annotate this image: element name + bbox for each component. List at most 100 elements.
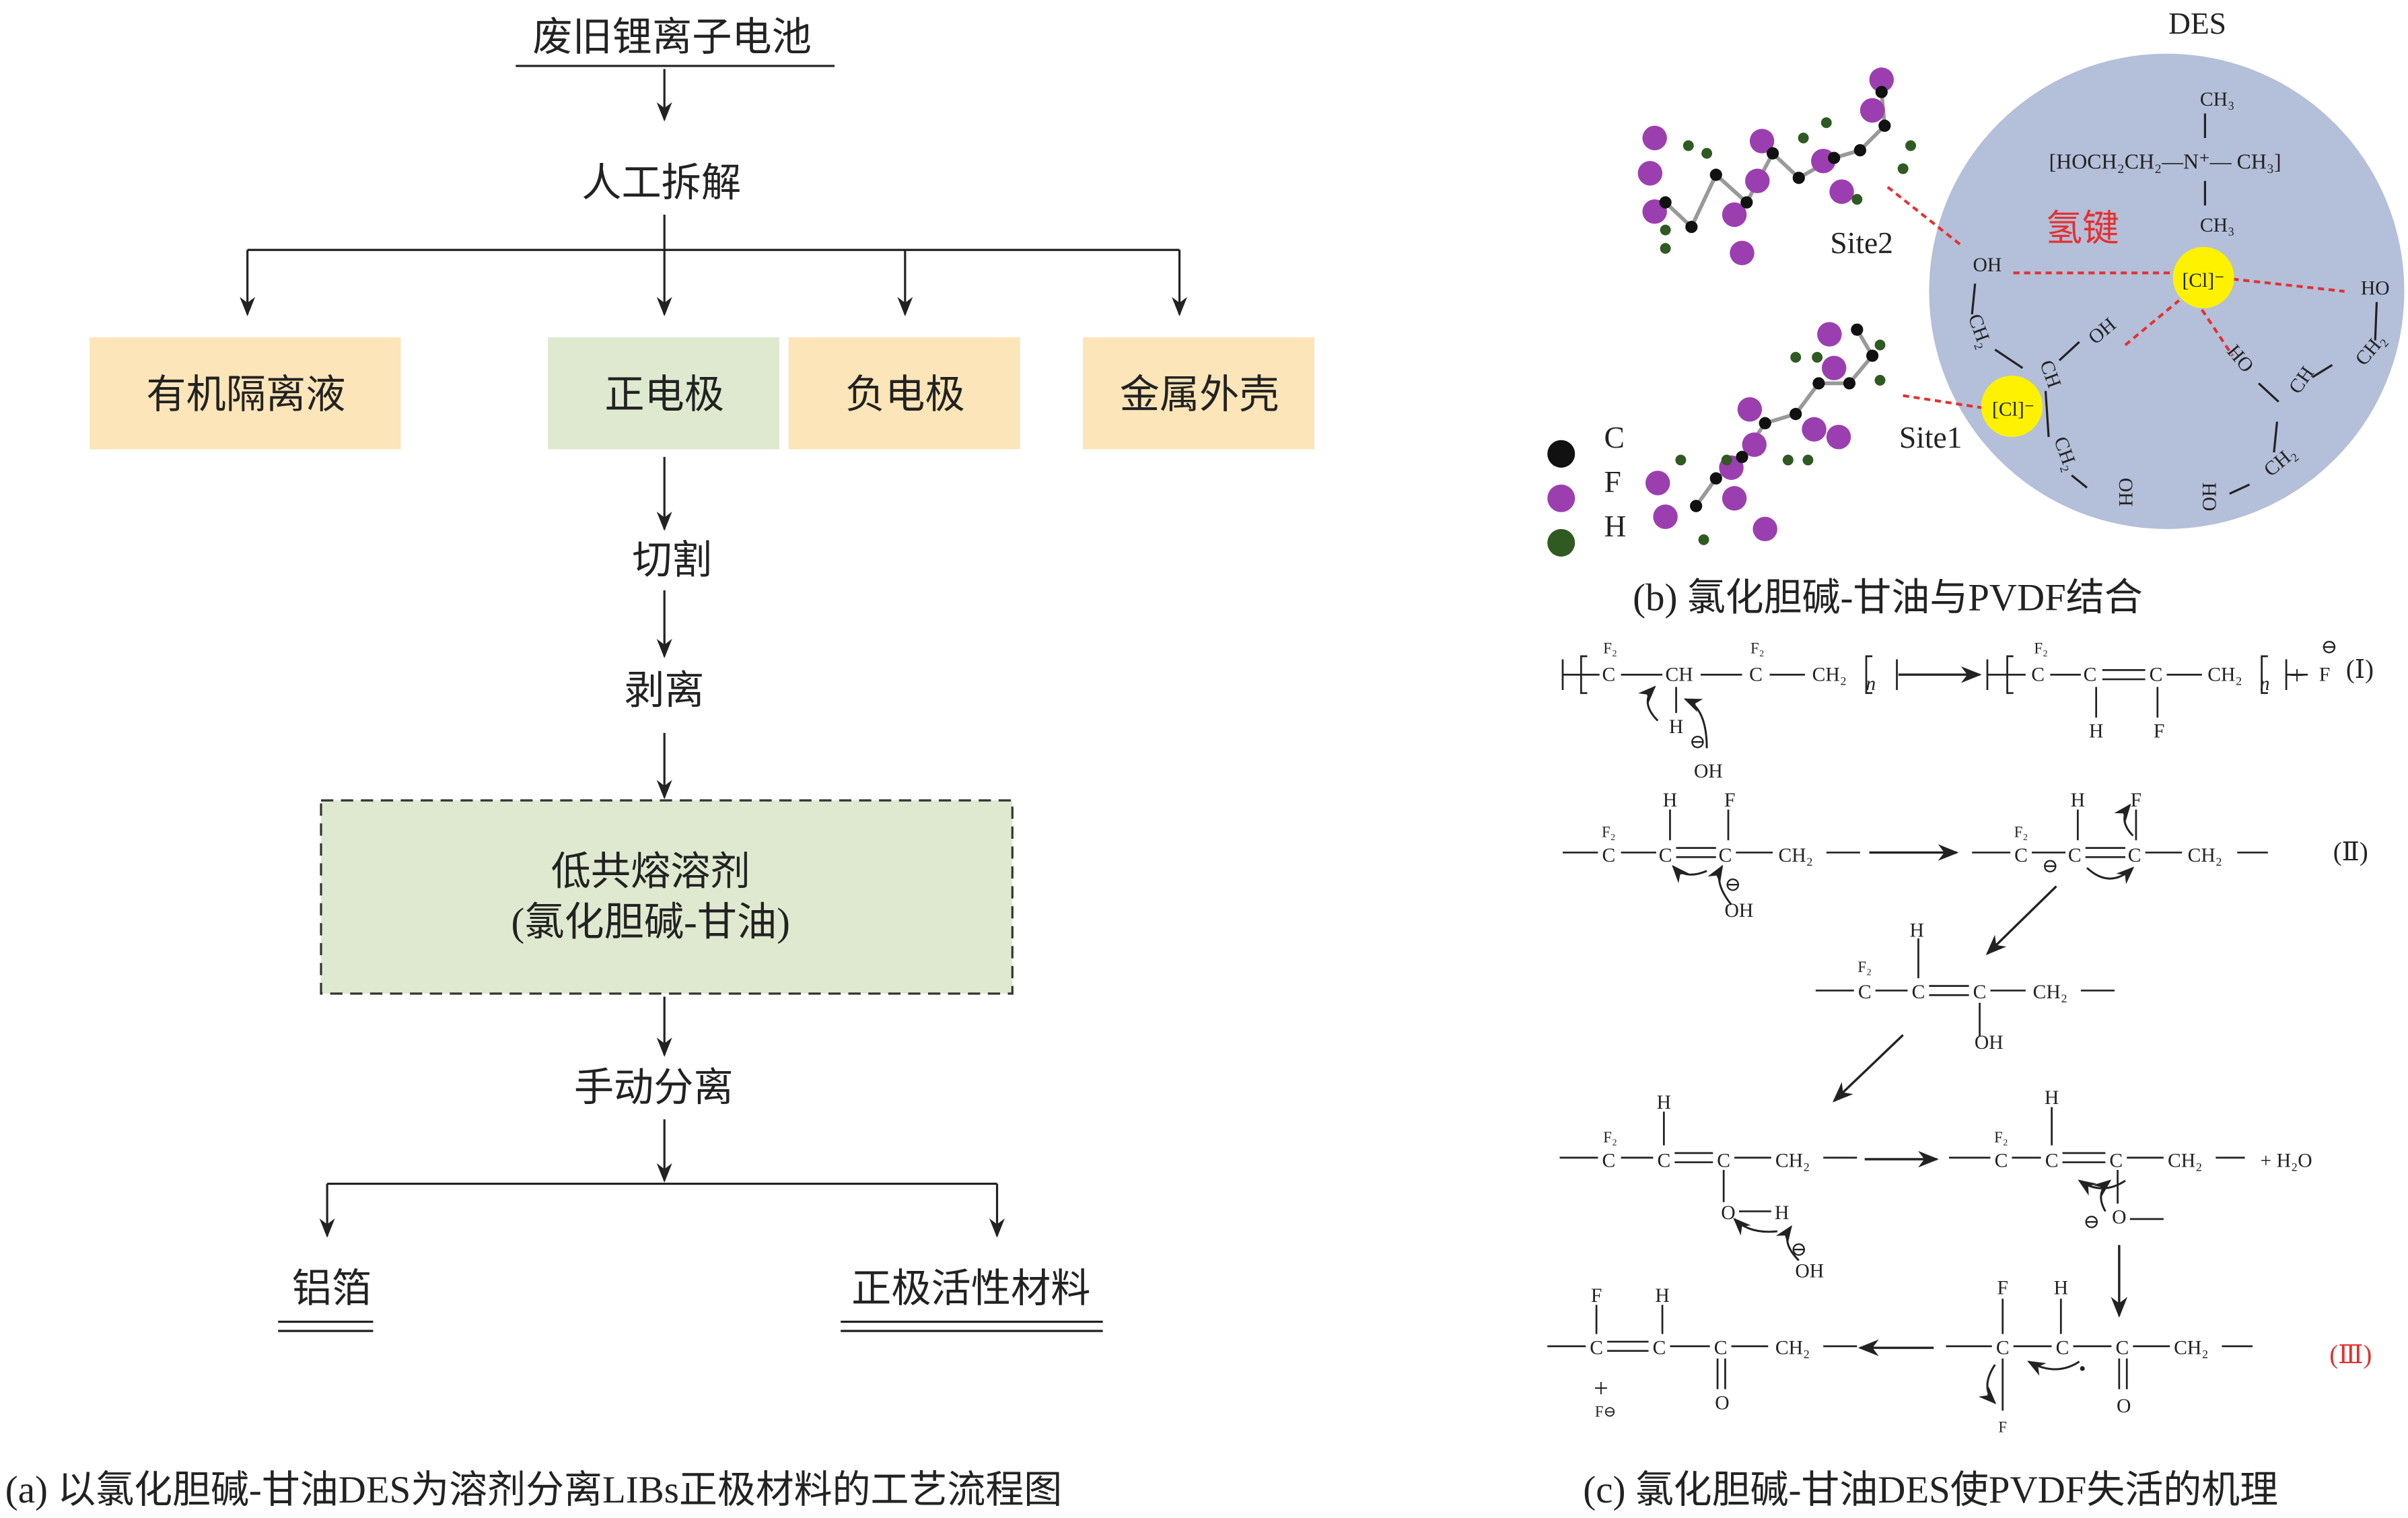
fluorine-atom [1802,417,1827,442]
fluorine-legend-icon [1547,484,1575,512]
mechanism-atom-label: H [2071,790,2085,811]
mechanism-atom-label: C [1602,664,1615,685]
mechanism-atom-label: n [1866,673,1876,695]
mechanism-atom-label: F [2131,790,2141,811]
mechanism-atom-label: CH₂ [1778,845,1812,866]
mechanism-atom-label: C [2045,1150,2059,1171]
electron-push-arrow [1733,1217,1778,1236]
step-peeling: 剥离 [625,668,704,713]
chloride-ion [2172,246,2234,308]
mechanism-atom-label: H [1909,920,1923,942]
hydrogen-atom [1897,163,1909,174]
mechanism-atom-label: C [2084,664,2097,685]
box-separator-liquid [90,337,401,450]
carbon-atom [1812,377,1825,390]
mechanism-atom-label: C [2031,664,2045,685]
electron-push-arrow [2092,1179,2112,1212]
carbon-atom [1736,450,1748,463]
electron-push-arrow [2027,1360,2080,1376]
mechanism-atom-label: C [1717,1150,1730,1171]
carbon-atom [1709,472,1722,485]
mechanism-atom-label: F [2319,664,2330,685]
fluorine-atom [1722,202,1747,228]
electron-push-arrow [2086,866,2135,885]
carbon-atom [1878,119,1891,132]
caption-a: (a) 以氯化胆碱-甘油DES为溶剂分离LIBs正极材料的工艺流程图 [5,1469,1062,1511]
reaction-step-label: (Ⅰ) [2346,655,2374,684]
mechanism-atom-label: H [1657,1092,1671,1113]
output-aluminum-foil: 铝箔 [292,1266,371,1311]
mechanism-atom-label: C [1653,1337,1666,1358]
mechanism-atom-label: C [2014,845,2028,866]
mechanism-atom-label: H [2045,1087,2059,1109]
carbon-atom [1851,323,1864,336]
choline-formula: [HOCH₂CH₂—N⁺— CH₃] [2049,150,2281,174]
polymer-bracket [1580,655,1588,694]
mechanism-atom-label: C [1995,1150,2008,1171]
fluorine-atom [1637,161,1663,186]
polymer-bracket [2261,655,2268,694]
mechanism-atom-label: ⊖ [2042,856,2059,877]
fluorine-atom [1749,129,1775,153]
fluorine-atom [1745,168,1770,193]
mechanism-atom-label: F₂ [2014,824,2028,841]
fluorine-atom [1645,471,1670,495]
carbon-atom [1766,147,1779,160]
step-cutting: 切割 [632,538,711,582]
site1-label: Site1 [1899,420,1962,454]
mechanism-atom-label: F [1997,1277,2008,1299]
panel-a-flowchart [240,65,1188,1332]
fluorine-atom [1752,516,1777,542]
carbon-atom [1866,349,1879,362]
mechanism-atom-label: CH₂ [2188,845,2222,866]
mechanism-atom-label: C [1602,1150,1615,1171]
fluorine-atom [1742,432,1767,457]
solvent-sublabel: (氯化胆碱-甘油) [511,899,789,944]
mechanism-atom-label: CH₂ [2174,1337,2208,1358]
legend-hydrogen: H [1604,509,1627,543]
electron-push-arrow [2114,803,2134,837]
hydrogen-atom [1790,351,1802,363]
mechanism-atom-label: F₂ [1994,1129,2008,1146]
glycerol-atom-label: HO [2361,277,2390,299]
mechanism-atom-label: ⊖ [1689,732,1706,753]
box-metal-shell [1083,337,1314,450]
site2-label: Site2 [1830,226,1893,260]
mechanism-atom-label: F [1724,790,1735,811]
mechanism-atom-label: CH [1666,664,1693,685]
hydrogen-atom [1782,454,1794,466]
mechanism-atom-label: ⊖ [1724,874,1741,895]
electron-push-arrow [1638,685,1659,722]
mechanism-atom-label: F₂ [1603,1129,1617,1146]
hydrogen-atom [1721,454,1732,466]
electron-push-arrow [1672,864,1707,883]
caption-b: (b) 氯化胆碱-甘油与PVDF结合 [1633,577,2143,619]
solvent-label: 低共熔溶剂 [551,849,750,893]
mechanism-atom-label: F₂ [1602,824,1616,841]
mechanism-atom-label: CH₂ [2168,1150,2202,1171]
step-disassembly: 人工拆解 [581,161,741,205]
carbon-atom [1828,151,1841,164]
component-label: 金属外壳 [1120,372,1279,417]
mechanism-atom-label: H [1775,1202,1789,1224]
bond [1714,173,1748,204]
mechanism-atom-label: F [2154,721,2164,743]
mechanism-atom-label: n [2260,673,2270,695]
mechanism-atom-label: C [1912,981,1925,1003]
mechanism-atom-label: O [2112,1207,2126,1229]
mechanism-atom-label: F⊖ [1595,1404,1617,1420]
glycerol-atom-label: OH [1973,254,2002,276]
mechanism-atom-label: F₂ [1750,640,1765,656]
mechanism-atom-label: C [1659,845,1672,866]
reaction-step-label: (Ⅲ) [2329,1340,2372,1369]
chloride-label: [Cl]⁻ [2182,270,2224,291]
bond [1689,174,1718,228]
carbon-atom [1790,407,1802,421]
fluorine-atom [1817,322,1842,347]
methyl-top: CH₃ [2200,89,2234,110]
box-deep-eutectic-solvent [320,799,1014,995]
mechanism-atom-label: OH [1795,1260,1824,1282]
mechanism-atom-label: CH₂ [1812,664,1847,685]
